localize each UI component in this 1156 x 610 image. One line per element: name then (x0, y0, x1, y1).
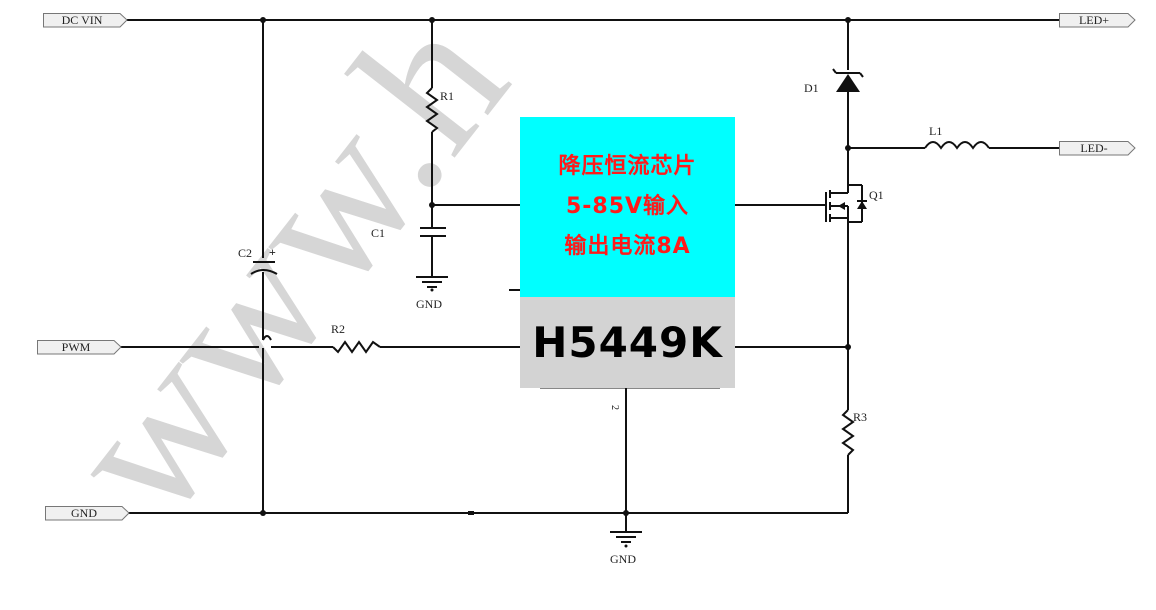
label-r1: R1 (440, 89, 455, 103)
label-c1: C1 (371, 226, 386, 240)
label-gnd-main: GND (610, 552, 636, 566)
chip-desc-line-3: 输出电流8A (564, 234, 691, 259)
label-l1: L1 (929, 124, 943, 138)
port-pwm: PWM (37, 340, 122, 355)
port-gnd: GND (45, 506, 130, 521)
port-led-minus: LED- (1059, 141, 1137, 156)
port-led-plus-label: LED+ (1078, 13, 1110, 27)
label-r3: R3 (853, 410, 868, 424)
label-gnd-c1: GND (416, 297, 442, 311)
label-d1: D1 (804, 81, 819, 95)
port-dc-vin-label: DC VIN (61, 13, 103, 27)
port-dc-vin: DC VIN (43, 13, 128, 28)
chip-part-panel: H5449K (520, 297, 735, 388)
chip-part-number: H5449K (532, 318, 723, 367)
label-q1: Q1 (869, 188, 884, 202)
label-c2-polarity: + (269, 245, 276, 259)
chip-description-panel: 降压恒流芯片 5-85V输入 输出电流8A (520, 117, 735, 297)
port-pwm-label: PWM (61, 340, 91, 354)
chip-desc-line-2: 5-85V输入 (565, 194, 690, 219)
label-pin-2: 2 (609, 405, 620, 410)
label-c2: C2 (238, 246, 253, 260)
diode-d1-triangle (836, 74, 860, 92)
port-led-plus: LED+ (1059, 13, 1137, 28)
port-led-minus-label: LED- (1080, 141, 1108, 155)
label-r2: R2 (331, 322, 346, 336)
chip-desc-line-1: 降压恒流芯片 (558, 154, 697, 179)
port-gnd-label: GND (71, 506, 97, 520)
